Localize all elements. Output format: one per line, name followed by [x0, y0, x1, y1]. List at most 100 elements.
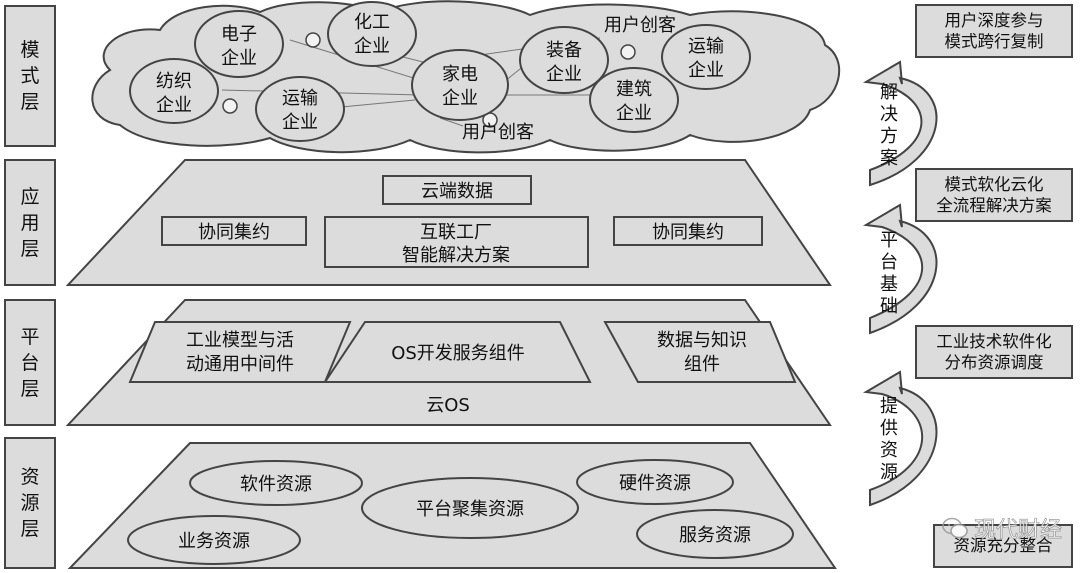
- collab-right-label: 协同集约: [652, 222, 724, 243]
- user-creation-top: 用户创客: [604, 15, 676, 36]
- user-creation-bottom: 用户创客: [462, 122, 534, 143]
- side-box-4: 资源充分整合: [933, 524, 1073, 568]
- node-equipment-line1: 装备: [546, 40, 582, 61]
- arrow3-char1: 提: [880, 396, 898, 417]
- node-construction-line1: 建筑: [616, 79, 652, 100]
- data-knowledge-line2: 组件: [684, 354, 720, 375]
- model-cloud: 电子 企业 化工 企业 纺织 企业 运输 企业 家电 企业 装备 企业 运输 企…: [91, 0, 841, 154]
- arrow2-char1: 平: [880, 230, 898, 251]
- side-box-1-line2: 模式跨行复制: [944, 32, 1044, 51]
- side-box-1: 用户深度参与 模式跨行复制: [915, 4, 1073, 58]
- node-textile-line1: 纺织: [156, 71, 192, 92]
- side-box-4-label: 资源充分整合: [953, 536, 1053, 555]
- cloud-data-box: [382, 175, 532, 205]
- node-transport-left-line2: 企业: [282, 112, 318, 133]
- curved-arrow-2: [862, 203, 938, 335]
- smart-solution-line1: 互联工厂: [420, 222, 492, 243]
- software-label: 软件资源: [240, 474, 312, 495]
- node-transport-left: [255, 76, 345, 142]
- application-layer: 云端数据 协同集约 互联工厂 智能解决方案 协同集约: [65, 159, 832, 286]
- side-box-3: 工业技术软件化 分布资源调度: [915, 325, 1073, 379]
- data-knowledge-parallelogram: [603, 321, 797, 383]
- smart-solution-box: [324, 216, 589, 268]
- layer-model-c1: 模: [20, 39, 39, 61]
- node-electronics-line1: 电子: [221, 24, 257, 45]
- arrow2-char4: 础: [880, 296, 898, 317]
- smart-solution-line2: 智能解决方案: [402, 245, 510, 266]
- middleware-line1: 工业模型与活: [186, 330, 294, 351]
- arrow1-char3: 方: [880, 126, 898, 147]
- node-dot: [222, 98, 238, 114]
- hardware-ellipse: [576, 459, 734, 505]
- wechat-icon: [942, 517, 968, 539]
- side-box-3-line1: 工业技术软件化: [936, 332, 1052, 351]
- node-appliance-line1: 家电: [442, 64, 478, 85]
- node-labels: 电子 企业 化工 企业 纺织 企业 运输 企业 家电 企业 装备 企业 运输 企…: [156, 12, 724, 133]
- layer-resource-c1: 资: [20, 466, 39, 488]
- arrow3-char2: 供: [880, 418, 898, 439]
- hardware-label: 硬件资源: [619, 473, 691, 494]
- curved-arrow-3: [862, 370, 938, 507]
- arrow1-char4: 案: [880, 148, 898, 169]
- layer-platform-c3: 层: [20, 378, 39, 400]
- arrow-captions: 解 决 方 案 平 台 基 础 提 供 资 源: [880, 82, 898, 483]
- resource-layer: 软件资源 硬件资源 平台聚集资源 业务资源 服务资源: [67, 442, 837, 569]
- service-ellipse: [636, 509, 794, 559]
- watermark-text: 现代财经: [973, 518, 1063, 544]
- layer-labels: [4, 5, 56, 569]
- collab-left-label: 协同集约: [198, 222, 270, 243]
- platform-gather-label: 平台聚集资源: [416, 499, 524, 520]
- layer-model-c2: 式: [20, 65, 39, 87]
- node-transport-right: [661, 24, 751, 90]
- os-components-label: OS开发服务组件: [391, 343, 525, 364]
- layer-app-c2: 用: [20, 212, 39, 234]
- layer-box-platform: [4, 299, 56, 426]
- platform-gather-ellipse: [361, 477, 579, 539]
- node-appliance: [411, 49, 509, 121]
- node-transport-right-line2: 企业: [688, 60, 724, 81]
- layer-model-c3: 层: [20, 91, 39, 113]
- side-box-3-line2: 分布资源调度: [944, 353, 1044, 372]
- cloud-os-label: 云OS: [426, 395, 470, 416]
- node-transport-right-line1: 运输: [688, 36, 724, 57]
- arrow2-char2: 台: [880, 252, 898, 273]
- business-ellipse: [127, 515, 301, 565]
- node-construction: [589, 67, 679, 133]
- layer-platform-c2: 台: [20, 352, 39, 374]
- enterprise-ellipses: [129, 1, 751, 142]
- cloud-data-label: 云端数据: [421, 181, 493, 202]
- node-equipment: [519, 26, 609, 94]
- data-knowledge-line1: 数据与知识: [657, 330, 747, 351]
- node-appliance-line2: 企业: [442, 88, 478, 109]
- side-arrows: [862, 60, 938, 507]
- arrow3-char3: 资: [880, 440, 898, 461]
- os-components-trapezoid: [323, 321, 592, 383]
- layer-box-model: [4, 5, 56, 147]
- node-textile: [129, 58, 219, 124]
- node-chemical-line1: 化工: [354, 12, 390, 33]
- side-box-2-line2: 全流程解决方案: [936, 196, 1052, 215]
- side-box-2-line1: 模式软化云化: [944, 175, 1044, 194]
- collab-right-box: [613, 216, 763, 246]
- layer-box-application: [4, 159, 56, 286]
- node-textile-line2: 企业: [156, 95, 192, 116]
- node-dots: [222, 32, 636, 128]
- layer-app-c3: 层: [20, 238, 39, 260]
- arrow3-char4: 源: [880, 462, 898, 483]
- watermark: 现代财经: [942, 512, 1062, 544]
- node-electronics: [194, 10, 284, 78]
- node-chemical: [327, 1, 417, 67]
- layer-resource-c2: 源: [20, 492, 39, 514]
- layer-resource-c3: 层: [20, 518, 39, 540]
- node-equipment-line2: 企业: [546, 64, 582, 85]
- business-label: 业务资源: [178, 531, 250, 552]
- platform-layer: 工业模型与活 动通用中间件 OS开发服务组件 数据与知识 组件 云OS: [65, 299, 832, 426]
- node-electronics-line2: 企业: [221, 48, 257, 69]
- service-label: 服务资源: [679, 525, 751, 546]
- layer-app-c1: 应: [20, 186, 39, 208]
- collab-left-box: [161, 216, 307, 246]
- node-transport-left-line1: 运输: [282, 88, 318, 109]
- software-ellipse: [189, 460, 363, 506]
- node-dot: [620, 44, 636, 60]
